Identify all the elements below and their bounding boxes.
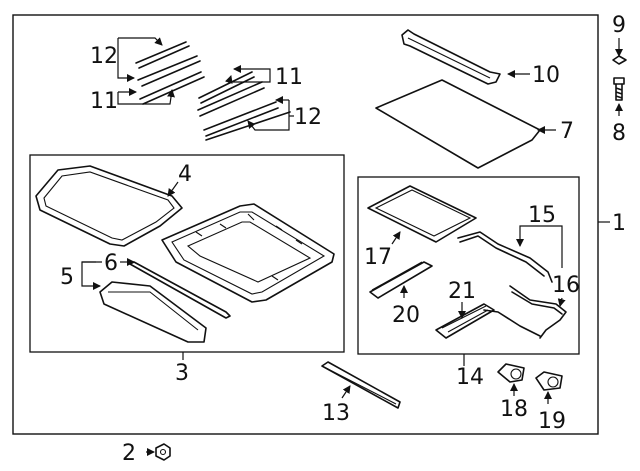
callout-12-right: 12 [294,105,322,130]
callout-20: 20 [392,303,420,328]
glass-subframe [29,154,345,353]
switch-part-19 [535,371,563,404]
callout-19: 19 [538,409,566,434]
motor-part-18 [497,363,525,396]
callout-7: 7 [560,119,574,144]
clip-part-9 [612,38,627,65]
callout-8: 8 [612,121,626,146]
callout-5: 5 [60,265,74,290]
callout-10: 10 [532,63,560,88]
main-frame [12,14,599,435]
callout-11-left: 11 [90,89,118,114]
callout-21: 21 [448,279,476,304]
callout-4: 4 [178,162,192,187]
callout-1: 1 [612,211,626,236]
callout-17: 17 [364,245,392,270]
bolt-part-8 [613,77,625,116]
callout-13: 13 [322,401,350,426]
seal-strip-6 [129,261,231,319]
callout-2: 2 [122,441,136,466]
callout-9: 9 [612,13,626,38]
drive-cable-assembly [457,231,567,339]
guide-rail [369,261,433,299]
glass-panel [35,165,183,247]
motor-bracket [435,303,495,339]
nut-part-2 [146,443,171,461]
callout-16: 16 [552,273,580,298]
seal-strip-5 [99,281,207,343]
drain-channel [321,361,401,409]
callout-14: 14 [456,365,484,390]
callout-11-right: 11 [275,65,303,90]
weatherstrip-group-left [135,41,205,105]
mechanism-subframe [357,176,580,355]
callout-15: 15 [528,203,556,228]
sunroof-panel [375,79,541,169]
callout-6: 6 [104,251,118,276]
callout-12-left: 12 [90,44,118,69]
callout-18: 18 [500,397,528,422]
sunroof-housing [161,203,335,303]
sunshade-cassette [367,185,477,243]
wind-deflector [401,29,501,85]
callout-3: 3 [175,361,189,386]
